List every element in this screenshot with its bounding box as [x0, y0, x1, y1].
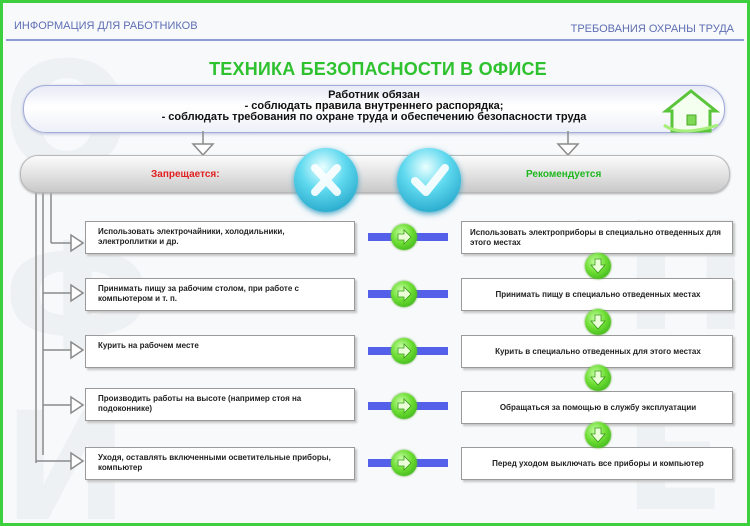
house-icon — [661, 89, 721, 133]
recommended-item: Перед уходом выключать все приборы и ком… — [461, 447, 733, 480]
arrow-down-icon — [585, 365, 611, 391]
arrow-right-icon — [391, 281, 417, 307]
arrow-down-icon — [585, 422, 611, 448]
header-left-label: ИНФОРМАЦИЯ ДЛЯ РАБОТНИКОВ — [14, 20, 198, 32]
page-title: ТЕХНИКА БЕЗОПАСНОСТИ В ОФИСЕ — [209, 59, 547, 79]
header-bar: ИНФОРМАЦИЯ ДЛЯ РАБОТНИКОВ ТРЕБОВАНИЯ ОХР… — [6, 6, 744, 41]
arrow-right-icon — [391, 393, 417, 419]
duty-banner: Работник обязан - соблюдать правила внут… — [23, 85, 725, 133]
forbidden-item: Принимать пищу за рабочим столом, при ра… — [85, 278, 355, 311]
recommended-item: Курить в специально отведенных для этого… — [461, 335, 733, 368]
arrow-down-icon — [585, 309, 611, 335]
forbidden-item: Использовать электрочайники, холодильник… — [85, 221, 355, 254]
recommended-item: Принимать пищу в специально отведенных м… — [461, 278, 733, 311]
check-icon — [397, 148, 461, 212]
recommended-item: Обращаться за помощью в службу эксплуата… — [461, 391, 733, 424]
forbidden-item: Производить работы на высоте (например с… — [85, 388, 355, 421]
cross-icon — [294, 148, 358, 212]
duty-heading: Работник обязан — [328, 89, 420, 101]
columns-header-bar: Запрещается: Рекомендуется — [20, 155, 730, 193]
forbidden-item: Курить на рабочем месте — [85, 335, 355, 368]
arrow-down-icon — [191, 131, 215, 157]
arrow-right-icon — [391, 224, 417, 250]
recommended-label: Рекомендуется — [526, 169, 602, 180]
arrow-down-icon — [556, 131, 580, 157]
arrow-down-icon — [585, 253, 611, 279]
forbidden-item: Уходя, оставлять включенными осветительн… — [85, 447, 355, 480]
arrow-right-icon — [391, 338, 417, 364]
recommended-item: Использовать электроприборы в специально… — [461, 221, 733, 254]
forbidden-label: Запрещается: — [151, 169, 220, 180]
duty-item: - соблюдать правила внутреннего распоряд… — [244, 100, 504, 112]
header-right-label: ТРЕБОВАНИЯ ОХРАНЫ ТРУДА — [570, 23, 734, 35]
arrow-right-icon — [391, 450, 417, 476]
duty-item: - соблюдать требования по охране труда и… — [161, 111, 587, 123]
